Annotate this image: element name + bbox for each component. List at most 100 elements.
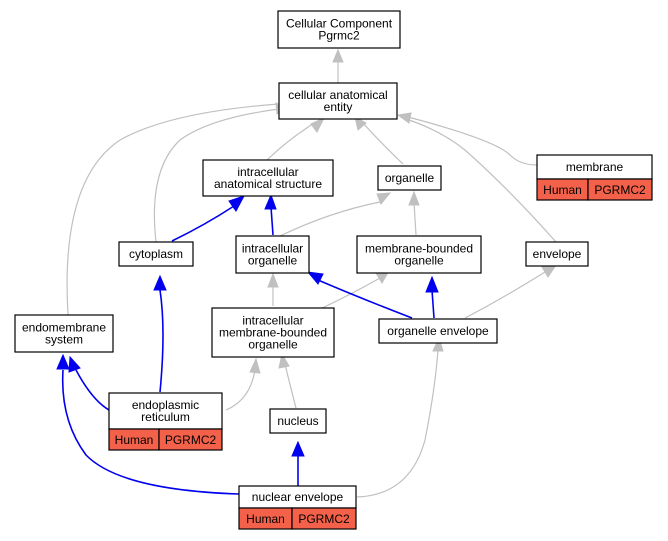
arrowhead-to-oe-from-ne — [432, 336, 444, 352]
node-label-line: endoplasmic — [132, 398, 199, 412]
node-box — [211, 307, 335, 358]
edge-ne-to-oe — [356, 349, 439, 498]
node-label-line: envelope — [533, 247, 582, 261]
node-label-line: anatomical structure — [214, 177, 322, 191]
edge-er-to-endo — [75, 369, 110, 411]
edges-layer — [56, 48, 558, 498]
edge-mbo-to-organelle — [413, 201, 417, 236]
edge-membrane-to-cae — [407, 116, 538, 166]
arrowhead-to-envelope-from-oe — [541, 264, 558, 278]
arrowhead-to-cae-from-ias — [310, 116, 326, 133]
node-label-line: system — [45, 333, 83, 347]
node-box — [118, 241, 194, 267]
node-envelope[interactable]: envelope — [525, 241, 589, 267]
edge-ne-to-endo — [61, 369, 240, 495]
node-box — [269, 408, 327, 434]
node-label-line: intracellular — [242, 242, 303, 256]
arrowhead-to-io-from-imbo — [267, 272, 279, 288]
node-label-line: Cellular Component — [286, 17, 393, 31]
edge-oe-to-envelope — [464, 271, 546, 319]
node-box — [202, 159, 334, 197]
node-label-line: endomembrane — [22, 321, 106, 335]
gene-symbol-label: PGRMC2 — [594, 183, 646, 197]
gene-symbol-cell[interactable] — [158, 428, 223, 451]
node-nucleus[interactable]: nucleus — [269, 408, 327, 434]
gene-symbol-label: PGRMC2 — [165, 433, 217, 447]
node-organelle-envelope[interactable]: organelle envelope — [378, 318, 498, 344]
node-label-line: intracellular — [242, 314, 303, 328]
arrowhead-to-organelle-from-mbo — [408, 190, 420, 206]
node-label-line: entity — [324, 100, 353, 114]
gene-species-label: Human — [246, 512, 285, 526]
node-label-line: intracellular — [237, 165, 298, 179]
gene-symbol-label: PGRMC2 — [298, 512, 350, 526]
node-label-line: membrane-bounded — [219, 326, 327, 340]
node-box — [536, 154, 653, 180]
edge-cytoplasm-to-ias — [171, 205, 235, 242]
arrowhead-to-ias-from-cytoplasm — [228, 195, 246, 212]
node-label-line: membrane — [566, 160, 624, 174]
edge-er-to-cytoplasm — [159, 289, 164, 393]
edge-endo-to-cae — [66, 103, 280, 316]
edge-io-to-organelle — [279, 201, 381, 237]
gene-species-label: Human — [115, 433, 154, 447]
node-box — [278, 82, 398, 120]
edge-envelope-to-cae — [405, 118, 557, 243]
node-label-line: organelle — [385, 171, 435, 185]
node-label-line: Pgrmc2 — [318, 29, 360, 43]
arrowhead-to-endo-from-ne — [56, 353, 70, 370]
node-cytoplasm[interactable]: cytoplasm — [118, 241, 194, 267]
node-label-line: reticulum — [141, 410, 190, 424]
node-box — [377, 165, 442, 191]
node-label-line: cytoplasm — [129, 247, 183, 261]
node-label-line: nuclear envelope — [252, 490, 344, 504]
arrowhead-to-organelle-from-io — [376, 192, 392, 205]
arrowhead-to-root — [332, 48, 344, 63]
edge-oe-to-mbo — [431, 289, 435, 319]
edge-er-to-imbo — [225, 369, 256, 411]
node-box — [356, 235, 482, 274]
arrowhead-to-imbo-from-er — [249, 357, 261, 374]
gene-species-label: Human — [543, 183, 582, 197]
node-box — [378, 318, 498, 344]
gene-symbol-cell[interactable] — [587, 178, 653, 201]
arrowhead-to-cae-from-membrane — [396, 112, 412, 124]
edge-nucleus-to-imbo — [284, 363, 297, 409]
node-label-line: organelle — [248, 254, 298, 268]
arrowhead-to-nucleus-from-ne — [291, 440, 305, 457]
edge-cytoplasm-to-cae — [153, 108, 280, 243]
node-box — [14, 314, 114, 353]
arrowhead-to-cytoplasm-from-er — [153, 274, 167, 291]
arrowhead-to-ias-from-io — [264, 193, 277, 210]
edge-ias-to-cae — [266, 121, 317, 161]
node-box — [277, 10, 401, 49]
arrowhead-to-mbo-from-oe — [425, 275, 439, 293]
node-label-line: nucleus — [277, 414, 318, 428]
edge-imbo-to-mbo — [317, 277, 381, 311]
arrowhead-to-cae-from-organelle — [354, 116, 367, 131]
gene-symbol-cell[interactable] — [291, 507, 357, 530]
node-label-line: membrane-bounded — [365, 242, 473, 256]
node-organelle[interactable]: organelle — [377, 165, 442, 191]
node-box — [235, 235, 310, 274]
node-label-line: organelle — [248, 338, 298, 352]
node-label-line: organelle — [394, 254, 444, 268]
arrowhead-to-endo-from-er — [68, 355, 81, 373]
node-box — [525, 241, 589, 267]
edge-oe-to-io — [317, 279, 413, 319]
arrowhead-to-io-from-oe — [306, 271, 324, 285]
edge-organelle-to-cae — [361, 121, 404, 165]
edge-io-to-ias — [270, 206, 274, 236]
